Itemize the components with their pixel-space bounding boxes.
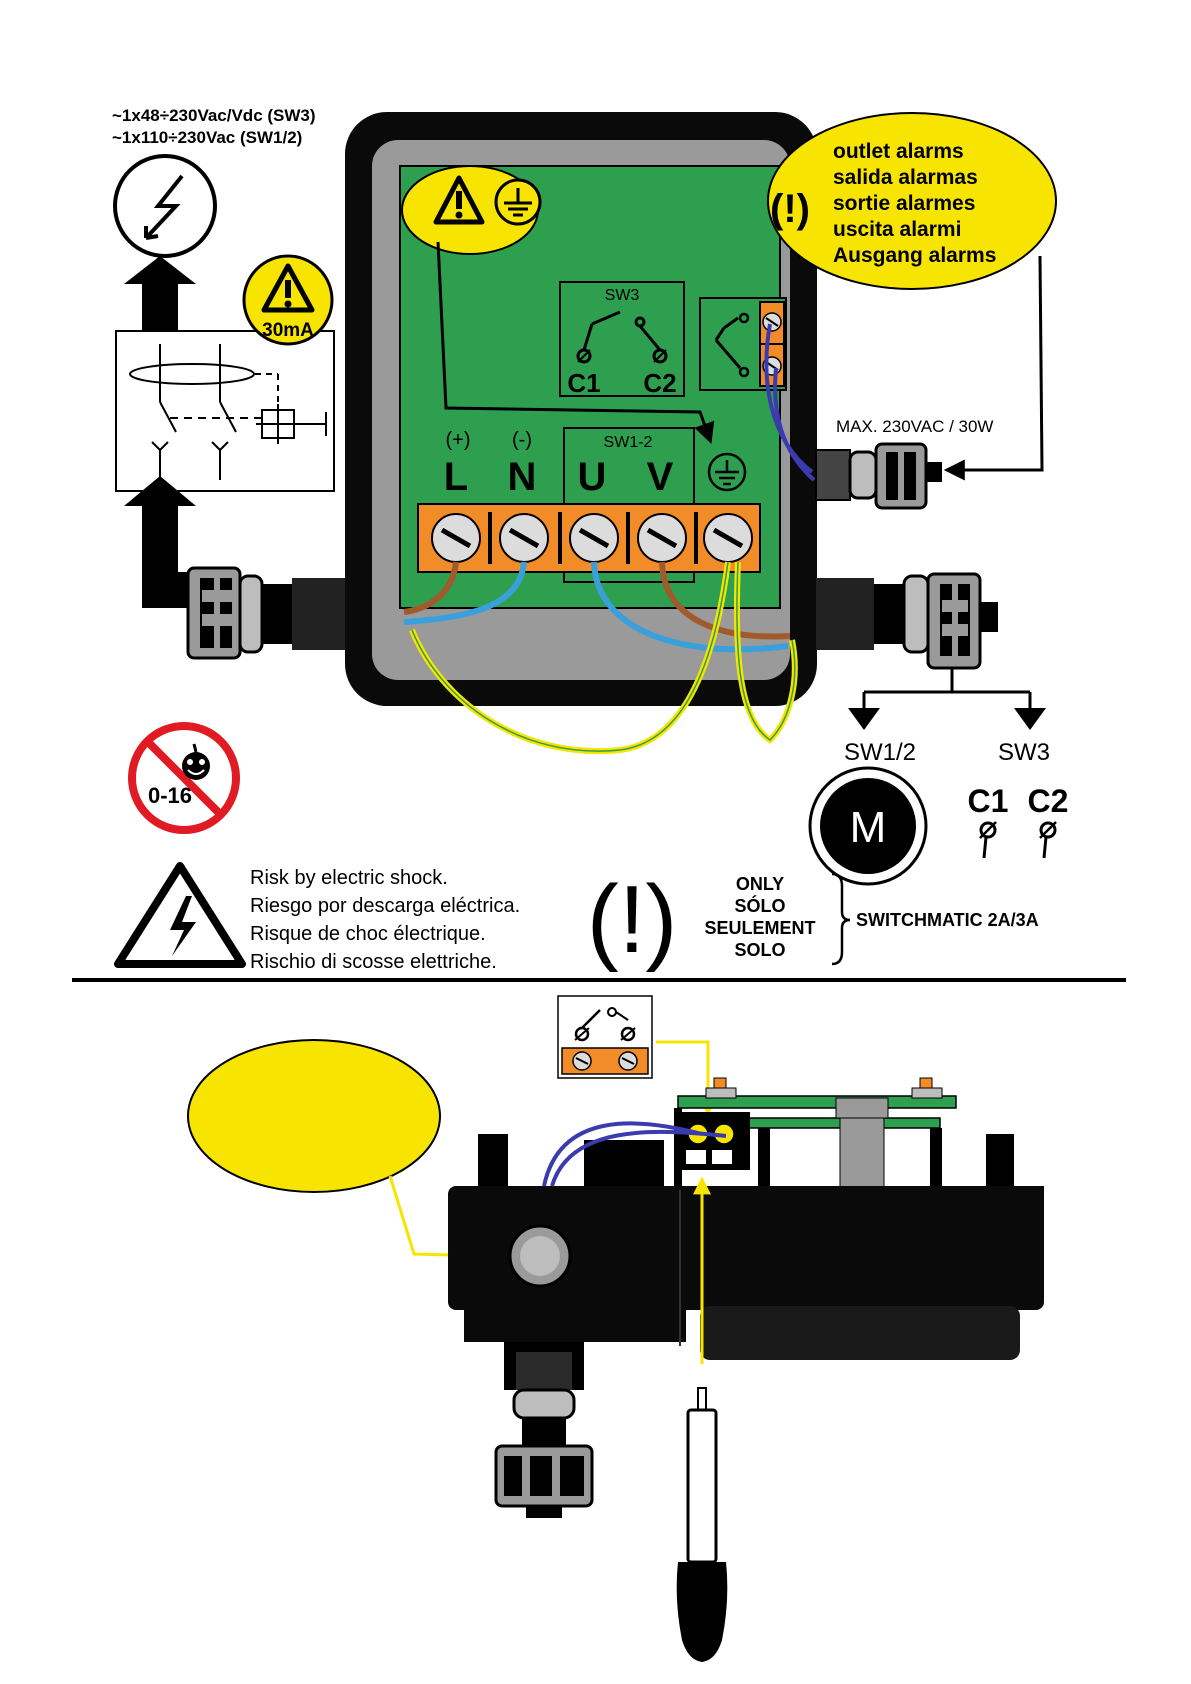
alarm-wire [550, 1129, 727, 1187]
shock-warning-en: Risk by electric shock. [250, 867, 448, 889]
alarm-line-en: outlet alarms [833, 140, 964, 163]
alarm-line-it: uscita alarmi [833, 218, 961, 241]
sw3-switch-box: SW3 C1 C2 [559, 281, 685, 398]
note-brace [831, 872, 851, 966]
earth-warning-badge [401, 165, 542, 255]
rcd-breaker-icon [115, 330, 335, 492]
age-warning-label: 0-16 [148, 783, 192, 808]
only-en: ONLY [736, 874, 784, 894]
output-c1-label: C1 [968, 783, 1009, 819]
alarm-outlet-bubble: (!) outlet alarms salida alarmas sortie … [767, 112, 1057, 290]
terminal-V-label: V [647, 455, 674, 499]
alarm-relay-box [699, 297, 787, 391]
alarm-warning-symbol: (!) [770, 187, 810, 231]
polarity-plus-label: (+) [446, 429, 471, 451]
model-label: SWITCHMATIC 2A/3A [856, 910, 1039, 930]
power-source-icon [113, 154, 217, 258]
only-fr: SEULEMENT [704, 918, 815, 938]
shock-warning-fr: Risque de choc électrique. [250, 923, 486, 945]
output-sw3-label: SW3 [998, 739, 1050, 766]
alarm-cable-gland [815, 442, 942, 510]
only-es: SÓLO [734, 895, 785, 916]
shock-warning-es: Riesgo por descarga eléctrica. [250, 895, 520, 917]
rcd-30ma-badge: 30mA [242, 254, 334, 346]
output-sw12-label: SW1/2 [844, 739, 916, 766]
earth-route-arrow [436, 241, 715, 444]
alarm-wire [773, 367, 816, 482]
terminal-U-label: U [578, 455, 607, 499]
motor-label: M [850, 803, 887, 852]
terminal-L-label: L [444, 455, 468, 499]
screwdriver-icon [676, 1387, 728, 1662]
only-it: SOLO [734, 940, 785, 960]
polarity-minus-label: (-) [512, 429, 532, 451]
wire-blue-U [591, 561, 789, 653]
output-c2-terminal-icon [1039, 821, 1057, 859]
output-branch-arrows [848, 668, 1046, 730]
no-children-icon: 0-16 [128, 722, 240, 834]
alarm-connector-arrow [943, 255, 1044, 481]
sw3-label: SW3 [605, 287, 640, 304]
terminal-N-label: N [508, 455, 537, 499]
power-supply-line2: ~1x110÷230Vac (SW1/2) [112, 128, 302, 147]
supply-arrow-icon [124, 256, 196, 330]
motor-cable-gland [816, 572, 998, 670]
output-c2-label: C2 [1028, 783, 1069, 819]
empty-callout-bubble [187, 1039, 441, 1193]
sw3-c2-label: C2 [643, 368, 676, 398]
alarm-line-fr: sortie alarmes [833, 192, 975, 215]
electric-shock-warning-icon [114, 862, 246, 968]
wire-earth-green [736, 561, 796, 741]
wire-brown-L [403, 561, 459, 615]
alarm-wire [542, 1121, 703, 1187]
enclosure-side-view [448, 1077, 1044, 1518]
output-c1-terminal-icon [979, 821, 997, 859]
sw12-label: SW1-2 [604, 434, 653, 451]
terminal-earth-icon [707, 452, 747, 492]
wire-blue-N [403, 561, 527, 625]
left-cable-gland [186, 566, 350, 660]
sw3-c1-label: C1 [567, 368, 600, 398]
alarm-max-rating: MAX. 230VAC / 30W [836, 417, 993, 436]
wire-brown-V [659, 561, 791, 640]
alarm-line-es: salida alarmas [833, 166, 978, 189]
motor-icon: M [808, 766, 928, 886]
relay-detail-inset [557, 995, 653, 1079]
wire-earth-green [411, 561, 729, 752]
terminal-block [417, 503, 761, 573]
alarm-wire [764, 323, 814, 474]
alarm-line-de: Ausgang alarms [833, 244, 996, 267]
power-supply-line1: ~1x48÷230Vac/Vdc (SW3) [112, 106, 316, 125]
rcd-rating-label: 30mA [262, 320, 314, 341]
shock-warning-it: Rischio di scosse elettriche. [250, 951, 497, 973]
note-warning-symbol: (!) [587, 866, 678, 973]
